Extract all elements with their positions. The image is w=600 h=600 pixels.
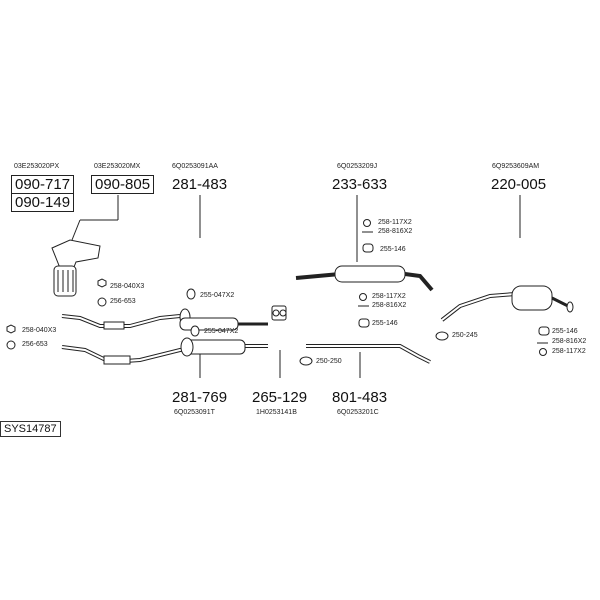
intermediate-pipe-801-483	[306, 344, 431, 364]
part-number[interactable]: 233-633	[332, 176, 388, 193]
part-ref: 03E253020MX	[94, 163, 141, 170]
part-number[interactable]: 090-717	[11, 175, 75, 194]
part-ref: 6Q0253091T	[174, 409, 215, 416]
ring-icon	[359, 293, 367, 301]
fitting-label: 255-146	[372, 320, 398, 327]
leader-line	[71, 219, 81, 241]
mounting-rubber-icon	[186, 288, 196, 300]
fitting-label: 258-816X2	[372, 302, 407, 309]
fitting-label: 255-146	[552, 328, 578, 335]
clamp-265-129	[271, 305, 287, 321]
part-number[interactable]: 265-129	[252, 389, 308, 406]
hex-nut-icon	[97, 278, 107, 288]
fitting-label: 255-047X2	[200, 292, 235, 299]
fitting-label: 258-117X2	[372, 293, 406, 300]
fitting-label: 255-146	[380, 246, 406, 253]
front-pipe-281-769	[61, 337, 268, 365]
gasket-ring-icon	[299, 356, 313, 366]
mounting-rubber-icon	[190, 325, 200, 337]
ring-icon	[539, 348, 547, 356]
fitting-label: 258-040X3	[22, 327, 57, 334]
gasket-icon	[97, 297, 107, 307]
system-code: SYS14787	[0, 421, 61, 437]
rubber-hanger-icon	[362, 243, 374, 253]
part-ref: 6Q0253209J	[337, 163, 378, 170]
fitting-label: 256-653	[22, 341, 48, 348]
rubber-hanger-icon	[358, 318, 370, 328]
part-number[interactable]: 090-805	[91, 175, 155, 194]
part-ref: 03E253020PX	[14, 163, 60, 170]
middle-silencer-281-483	[179, 317, 268, 331]
fitting-label: 258-040X3	[110, 283, 145, 290]
fitting-label: 250-250	[316, 358, 342, 365]
gasket-icon	[6, 340, 16, 350]
fitting-label: 255-047X2	[204, 328, 239, 335]
manifold-catalytic-converter	[51, 239, 101, 297]
part-ref: 1H0253141B	[256, 409, 297, 416]
fitting-label: 258-816X2	[378, 228, 413, 235]
fitting-label: 250-245	[452, 332, 478, 339]
rubber-hanger-icon	[538, 326, 550, 336]
rear-silencer-220-005	[440, 285, 574, 322]
fitting-label: 258-117X2	[552, 348, 586, 355]
part-ref: 6Q9253609AM	[492, 163, 540, 170]
fitting-label: 258-117X2	[378, 219, 412, 226]
part-number[interactable]: 801-483	[332, 389, 388, 406]
part-number[interactable]: 090-149	[11, 193, 75, 212]
part-number[interactable]: 281-769	[172, 389, 228, 406]
part-ref: 6Q0253091AA	[172, 163, 218, 170]
fitting-label: 256-653	[110, 298, 136, 305]
centre-silencer-233-633	[295, 265, 434, 292]
part-ref: 6Q0253201C	[337, 409, 379, 416]
gasket-ring-icon	[435, 331, 449, 341]
part-number[interactable]: 220-005	[491, 176, 547, 193]
hex-nut-icon	[6, 324, 16, 334]
part-number[interactable]: 281-483	[172, 176, 228, 193]
ring-icon	[363, 219, 371, 227]
fitting-label: 258-816X2	[552, 338, 587, 345]
front-pipe-281-483	[61, 308, 191, 330]
